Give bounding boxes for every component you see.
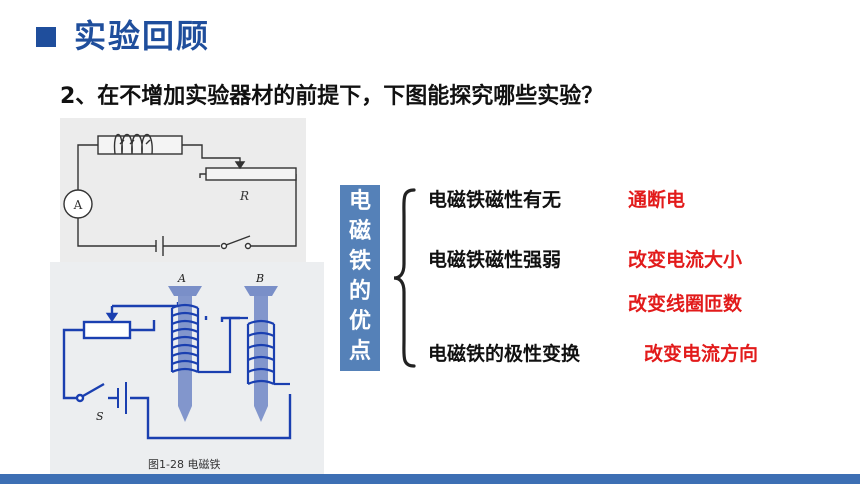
item-label-polarity-change: 电磁铁的极性变换 (428, 343, 581, 365)
figure-caption: 图1-28 电磁铁 (148, 458, 220, 471)
advantages-char: 电 (348, 189, 371, 214)
header-square-icon (36, 27, 56, 47)
bottom-bar (0, 474, 860, 484)
item-label-magnetism-strength: 电磁铁磁性强弱 (428, 249, 562, 271)
item-answer-change-current: 改变电流大小 (628, 249, 743, 271)
nail-a-label: A (177, 272, 186, 285)
curly-brace-icon (393, 188, 416, 368)
item-answer-change-turns: 改变线圈匝数 (628, 293, 743, 315)
advantages-label-box: 电 磁 铁 的 优 点 (340, 185, 380, 371)
switch-label: S (96, 410, 104, 423)
page-title: 实验回顾 (74, 17, 211, 55)
circuit-diagram-top: A R (63, 134, 297, 256)
question-text: 2、在不增加实验器材的前提下，下图能探究哪些实验？ (60, 84, 604, 109)
item-answer-power-switch: 通断电 (628, 189, 686, 211)
nail-b (244, 286, 278, 422)
electromagnet-diagram: A B S 图1-28 电磁铁 (62, 272, 292, 471)
circuit-figure-top: A R (60, 118, 306, 266)
nail-b-label: B (255, 272, 264, 285)
item-answer-change-direction: 改变电流方向 (644, 343, 759, 365)
advantages-char: 优 (348, 309, 371, 334)
nail-a (168, 286, 202, 422)
rheostat-label: R (239, 189, 249, 203)
advantages-char: 点 (348, 339, 371, 364)
advantages-char: 的 (348, 279, 371, 304)
item-label-magnetism-presence: 电磁铁磁性有无 (428, 189, 562, 211)
ammeter-label: A (73, 198, 83, 212)
advantages-char: 磁 (348, 219, 371, 244)
advantages-char: 铁 (348, 249, 371, 274)
electromagnet-figure: A B S 图1-28 电磁铁 (50, 262, 324, 476)
